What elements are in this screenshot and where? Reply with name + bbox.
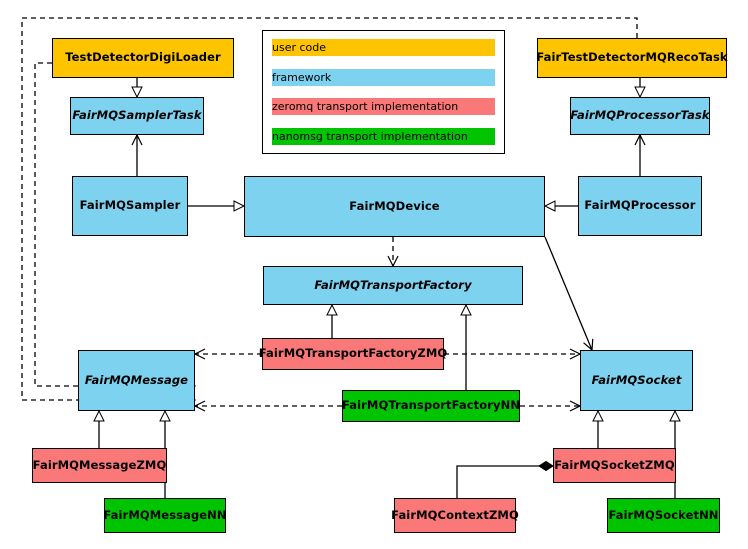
legend-item-framework: framework	[272, 68, 495, 87]
edge-device-to-socket	[544, 236, 594, 352]
class-node-fairmqcontextzmq[interactable]: FairMQContextZMQ	[391, 498, 519, 533]
class-node-testdetectordigiloader[interactable]: TestDetectorDigiLoader	[52, 38, 234, 78]
legend-item-zeromq: zeromq transport implementation	[272, 97, 495, 116]
edge-socketzmq-to-contextzmq	[456, 460, 554, 498]
class-node-fairmqtransportfactoryzmq[interactable]: FairMQTransportFactoryZMQ	[259, 338, 447, 370]
legend-item-nanomsg: nanomsg transport implementation	[272, 127, 495, 146]
class-node-fairmqsocketnn[interactable]: FairMQSocketNN	[607, 498, 720, 533]
class-node-fairmqsocket[interactable]: FairMQSocket	[580, 350, 693, 411]
legend-label-zeromq: zeromq transport implementation	[272, 98, 495, 116]
class-node-fairmqdevice[interactable]: FairMQDevice	[244, 176, 545, 237]
legend-label-user-code: user code	[272, 39, 495, 56]
class-node-fairmqmessagezmq[interactable]: FairMQMessageZMQ	[32, 448, 167, 483]
class-node-fairmqtransportfactory[interactable]: FairMQTransportFactory	[263, 266, 523, 305]
class-node-fairmqtransportfactorynn[interactable]: FairMQTransportFactoryNN	[342, 390, 520, 422]
class-node-fairmqprocessortask[interactable]: FairMQProcessorTask	[570, 97, 710, 135]
class-node-fairmqmessage[interactable]: FairMQMessage	[78, 350, 195, 411]
legend-item-user-code: user code	[272, 38, 495, 57]
class-node-fairmqsocketzmq[interactable]: FairMQSocketZMQ	[553, 448, 676, 483]
legend-box: user code framework zeromq transport imp…	[262, 30, 505, 154]
class-node-fairmqsamplertask[interactable]: FairMQSamplerTask	[70, 97, 204, 135]
class-node-fairmqprocessor[interactable]: FairMQProcessor	[578, 176, 702, 236]
legend-label-framework: framework	[272, 68, 495, 86]
legend-label-nanomsg: nanomsg transport implementation	[272, 127, 495, 145]
class-node-fairmqmessagenn[interactable]: FairMQMessageNN	[103, 498, 227, 533]
class-node-fairmqsampler[interactable]: FairMQSampler	[72, 176, 188, 236]
class-node-fairtestdetectormqrecotask[interactable]: FairTestDetectorMQRecoTask	[536, 38, 728, 78]
